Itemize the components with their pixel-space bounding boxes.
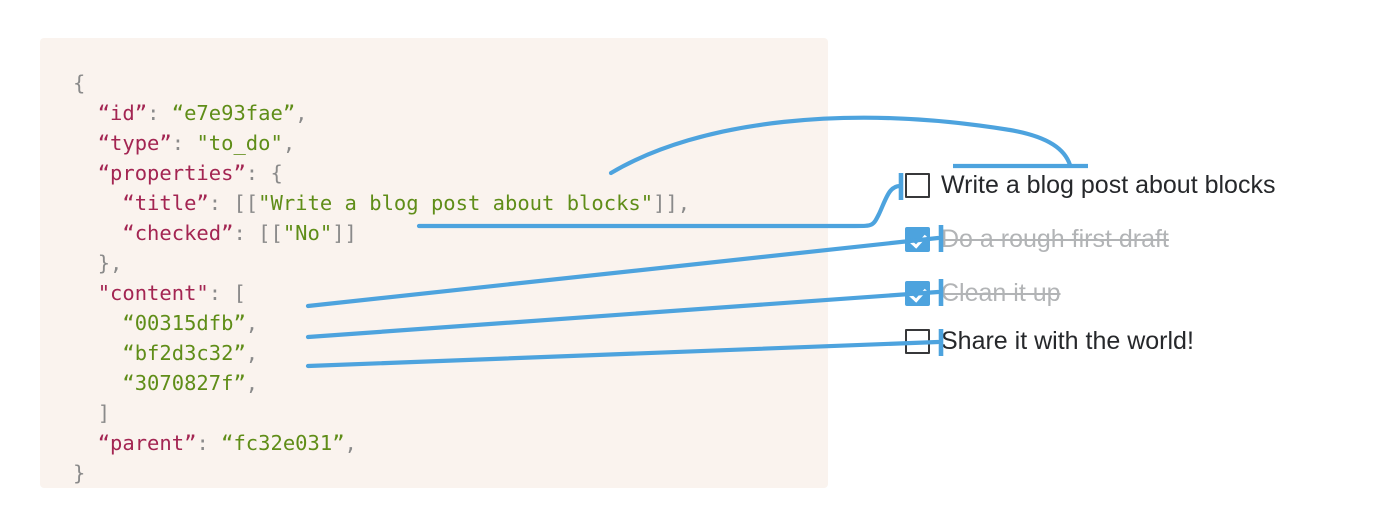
todo-item-label[interactable]: Write a blog post about blocks (941, 170, 1276, 199)
todo-item-label[interactable]: Share it with the world! (941, 326, 1194, 355)
json-code-line: “title”: [["Write a blog post about bloc… (73, 188, 690, 218)
code-token-str: “3070827f” (122, 371, 246, 395)
code-indent (73, 161, 98, 185)
code-indent (73, 401, 98, 425)
todo-item[interactable]: Write a blog post about blocks (905, 168, 1275, 202)
code-token-punc: : [[ (233, 221, 283, 245)
code-token-punc: : { (245, 161, 283, 185)
json-code-line: ] (73, 398, 690, 428)
code-token-key: “id” (97, 101, 148, 125)
code-token-punc: , (245, 371, 259, 395)
code-token-str: "Write a blog post about blocks" (258, 191, 654, 215)
code-token-str: “00315dfb” (122, 311, 246, 335)
json-code-line: “id”: “e7e93fae”, (73, 98, 690, 128)
todo-item[interactable]: Clean it up (905, 276, 1061, 310)
code-indent (73, 311, 122, 335)
todo-item[interactable]: Do a rough first draft (905, 222, 1169, 256)
json-code-line: “parent”: “fc32e031”, (73, 428, 690, 458)
json-code-line: “3070827f”, (73, 368, 690, 398)
json-code-line: “type”: "to_do", (73, 128, 690, 158)
code-token-key: “type” (97, 131, 172, 155)
code-token-punc: : (147, 101, 172, 125)
json-code-panel: { “id”: “e7e93fae”, “type”: "to_do", “pr… (40, 38, 828, 488)
code-token-punc: , (282, 131, 296, 155)
code-token-key: “checked” (122, 221, 234, 245)
code-indent (73, 371, 122, 395)
code-token-punc: : (196, 431, 222, 455)
checkbox-checked-icon[interactable] (905, 226, 930, 252)
code-indent (73, 221, 122, 245)
code-token-key: “properties” (97, 161, 246, 185)
code-token-punc: , (245, 311, 259, 335)
code-token-key: “title” (122, 191, 209, 215)
code-indent (73, 101, 98, 125)
todo-item[interactable]: Share it with the world! (905, 324, 1194, 358)
code-token-punc: } (73, 461, 86, 485)
code-token-str: “bf2d3c32” (122, 341, 246, 365)
json-code-line: “checked”: [["No"]] (73, 218, 690, 248)
code-token-key: "content" (97, 281, 209, 305)
code-token-punc: , (245, 341, 259, 365)
code-indent (73, 131, 98, 155)
code-indent (73, 341, 122, 365)
code-indent (73, 191, 122, 215)
code-token-punc: : [[ (208, 191, 259, 215)
todo-item-label[interactable]: Clean it up (941, 278, 1061, 307)
json-code-line: “00315dfb”, (73, 308, 690, 338)
code-token-str: “fc32e031” (221, 431, 345, 455)
code-token-punc: ]], (653, 191, 691, 215)
code-token-punc: : [ (208, 281, 246, 305)
code-token-punc: ] (97, 401, 111, 425)
code-token-punc: : (171, 131, 197, 155)
code-token-punc: }, (97, 251, 123, 275)
json-code-line: { (73, 68, 690, 98)
json-code-line: } (73, 458, 690, 488)
code-token-str: "to_do" (196, 131, 283, 155)
code-token-punc: , (295, 101, 308, 125)
code-token-punc: { (73, 71, 86, 95)
code-token-punc: , (344, 431, 357, 455)
todo-item-label[interactable]: Do a rough first draft (941, 224, 1169, 253)
code-indent (73, 281, 98, 305)
json-code-line: }, (73, 248, 690, 278)
checkbox-unchecked-icon[interactable] (905, 172, 930, 198)
code-indent (73, 431, 98, 455)
json-code-line: “properties”: { (73, 158, 690, 188)
json-code-line: "content": [ (73, 278, 690, 308)
code-indent (73, 251, 98, 275)
code-token-key: “parent” (97, 431, 197, 455)
checkbox-checked-icon[interactable] (905, 280, 930, 306)
json-code-line: “bf2d3c32”, (73, 338, 690, 368)
code-token-str: “e7e93fae” (171, 101, 296, 125)
checkbox-unchecked-icon[interactable] (905, 328, 930, 354)
json-code-text: { “id”: “e7e93fae”, “type”: "to_do", “pr… (73, 68, 690, 488)
code-token-str: "No" (282, 221, 333, 245)
code-token-punc: ]] (332, 221, 357, 245)
